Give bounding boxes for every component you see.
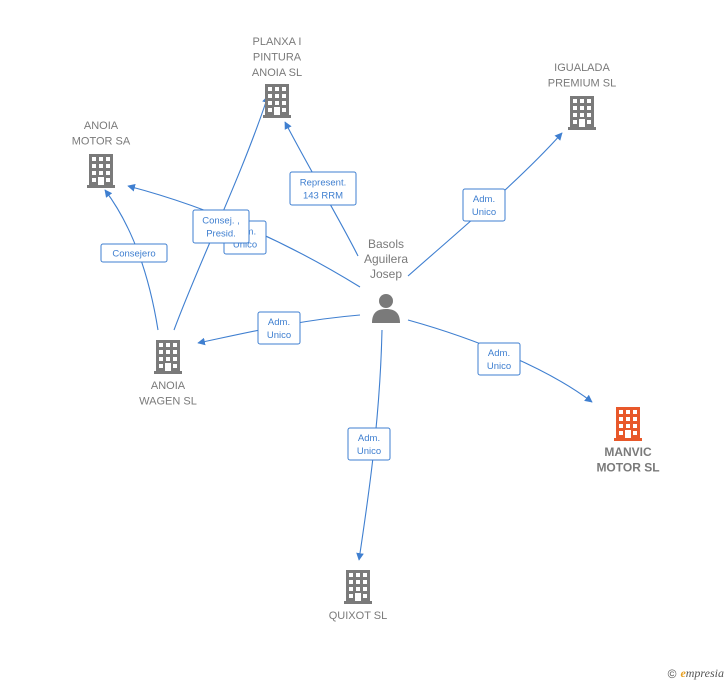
building-icon — [568, 96, 596, 130]
edge-label-anoia_wagen-to-anoia_motor[interactable]: Consejero — [100, 243, 168, 263]
building-icon — [154, 340, 182, 374]
edge-label-person-to-quixot[interactable]: Adm. Unico — [347, 427, 391, 461]
node-quixot[interactable]: QUIXOT SL — [329, 570, 387, 622]
node-label-text: QUIXOT SL — [329, 610, 387, 622]
edge-label-text: Unico — [233, 240, 257, 251]
node-label-text: ANOIA — [84, 120, 119, 132]
edge-label-text: Unico — [267, 330, 291, 341]
node-label-text: ANOIA — [151, 380, 186, 392]
edge-label-person-to-anoia_wagen[interactable]: Adm. Unico — [257, 311, 301, 345]
node-label-text: PINTURA — [253, 52, 302, 64]
edge-label-text: Unico — [357, 446, 381, 457]
edge-label-anoia_wagen-to-planxa[interactable]: Consej. , Presid. — [192, 209, 250, 244]
node-label-text: Basols — [368, 237, 404, 251]
edge-label-text: Adm. — [473, 194, 495, 205]
edge-label-text: Unico — [487, 361, 511, 372]
empresia-logo[interactable]: empresia — [680, 666, 724, 680]
edge-label-text: Presid. — [206, 229, 236, 240]
building-icon — [614, 407, 642, 441]
edge-label-text: Represent. — [300, 178, 346, 189]
node-label-text: PREMIUM SL — [548, 78, 616, 90]
edge-label-person-to-igualada[interactable]: Adm. Unico — [462, 188, 506, 222]
edge-label-text: 143 RRM — [303, 191, 343, 202]
edge-label-text: Unico — [472, 207, 496, 218]
node-igualada[interactable]: IGUALADA PREMIUM SL — [548, 62, 616, 130]
building-icon — [344, 570, 372, 604]
person-icon — [372, 294, 400, 323]
node-label-text: IGUALADA — [554, 62, 610, 74]
node-label-text: Josep — [370, 267, 402, 281]
edge-label-text: Consej. , — [202, 216, 240, 227]
edge-label-text: Adm. — [358, 433, 380, 444]
footer-brand: © empresia — [668, 666, 724, 681]
edge-label-person-to-planxa[interactable]: Represent. 143 RRM — [289, 171, 357, 206]
node-label-text: ANOIA SL — [252, 67, 302, 79]
edge-label-text: Adm. — [488, 348, 510, 359]
node-label-text: MOTOR SL — [596, 461, 659, 475]
node-manvic[interactable]: MANVIC MOTOR SL — [596, 407, 660, 475]
node-anoia_wagen[interactable]: ANOIA WAGEN SL — [139, 340, 197, 408]
building-icon — [87, 154, 115, 188]
copyright-symbol: © — [667, 666, 677, 681]
building-icon — [263, 84, 291, 118]
node-label-text: MANVIC — [604, 445, 652, 459]
edge-label-text: Adm. — [268, 317, 290, 328]
edge-label-text: Consejero — [112, 249, 155, 260]
node-label-text: MOTOR SA — [72, 136, 131, 148]
node-label-text: PLANXA I — [253, 36, 302, 48]
node-label-text: Aguilera — [364, 252, 408, 266]
node-anoia_motor[interactable]: ANOIA MOTOR SA — [72, 120, 131, 188]
node-planxa[interactable]: PLANXA I PINTURA ANOIA SL — [252, 36, 302, 118]
edge-label-person-to-manvic[interactable]: Adm. Unico — [477, 342, 521, 376]
node-label-text: WAGEN SL — [139, 396, 197, 408]
